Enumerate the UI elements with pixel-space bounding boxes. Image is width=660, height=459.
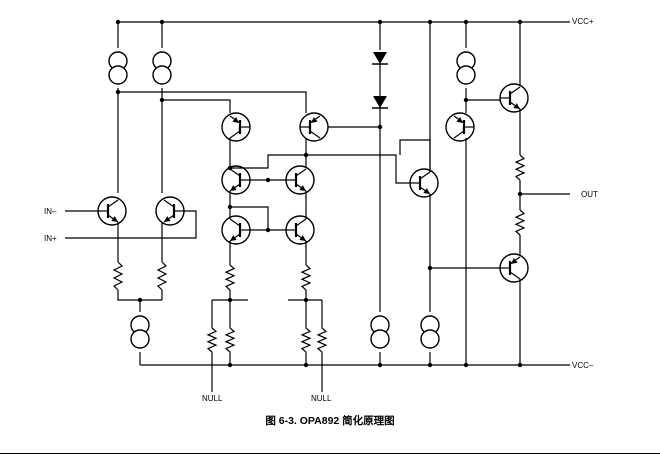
mirror-transistor-lower-right: [285, 215, 315, 245]
arrow-head: [232, 116, 239, 123]
vcc-negative-label: VCC–: [572, 361, 594, 370]
bottom-divider: [0, 453, 660, 454]
wire: [306, 154, 410, 184]
junction-dot: [227, 204, 233, 210]
junction-dot: [159, 19, 165, 25]
wire: [230, 206, 269, 230]
mirror-resistor-right: [300, 264, 312, 291]
mirror-resistor-left: [224, 264, 236, 291]
junction-dot: [377, 362, 383, 368]
input-transistor-left: [97, 196, 127, 226]
wire: [399, 139, 431, 172]
input-current-source-left: [108, 51, 128, 85]
current-source-ring: [370, 329, 390, 349]
junction-dot: [463, 19, 469, 25]
junction-dot: [463, 362, 469, 368]
transistor-upper-lead: [229, 168, 241, 177]
arrow-head: [423, 188, 430, 194]
transistor-upper-lead: [229, 218, 241, 227]
null-resistor-right-b: [316, 327, 328, 353]
vcc-positive-label: VCC+: [572, 17, 594, 26]
emitter-resistor-left: [112, 261, 124, 291]
wire: [162, 99, 231, 113]
bias-diode-lower: [372, 96, 388, 109]
driver-transistor: [445, 112, 475, 142]
output-label: OUT: [581, 190, 598, 199]
output-transistor-upper: [499, 83, 529, 113]
current-source-ring: [456, 65, 476, 85]
junction-dot: [265, 177, 271, 183]
wire: [118, 91, 307, 113]
current-source-ring: [152, 65, 172, 85]
current-source-ring: [108, 65, 128, 85]
null-right-label: NULL: [311, 394, 332, 403]
null-left-label: NULL: [202, 394, 223, 403]
diode-triangle: [373, 52, 387, 64]
transistor-upper-lead: [295, 218, 307, 227]
junction-dot: [517, 362, 523, 368]
junction-dot: [227, 362, 233, 368]
arrow-head: [230, 185, 237, 191]
arrow-head: [511, 257, 518, 264]
null-resistor-left-a: [206, 327, 218, 353]
output-resistor-upper: [514, 154, 526, 181]
cascode-transistor-right: [299, 112, 329, 142]
arrow-head: [513, 103, 520, 109]
gain-transistor: [409, 168, 439, 198]
transistor-lower-lead: [309, 130, 321, 139]
junction-dot: [115, 19, 121, 25]
output-resistor-lower: [514, 209, 526, 236]
diode-triangle: [373, 96, 387, 108]
mirror-transistor-lower-left: [221, 215, 251, 245]
arrow-head: [299, 185, 306, 191]
junction-dot: [427, 362, 433, 368]
junction-dot: [303, 362, 309, 368]
arrow-head: [111, 216, 118, 222]
inverting-input-label: IN–: [44, 207, 57, 216]
null-resistor-right-a: [300, 327, 312, 353]
input-transistor-right: [155, 196, 185, 226]
bias-current-source: [370, 315, 390, 349]
output-transistor-lower: [499, 253, 529, 283]
mirror-transistor-upper-right: [285, 165, 315, 195]
junction-dot: [227, 165, 233, 171]
null-resistor-left-b: [224, 327, 236, 353]
arrow-head: [164, 216, 171, 222]
transistor-upper-lead: [419, 171, 431, 180]
emitter-resistor-right: [156, 261, 168, 291]
bias-diode-upper: [372, 52, 388, 65]
in-plus-wire: [65, 210, 197, 239]
transistor-upper-lead: [163, 199, 175, 208]
transistor-lower-lead: [509, 271, 521, 280]
transistor-upper-lead: [107, 199, 119, 208]
driver-current-source: [456, 51, 476, 85]
arrow-head: [456, 116, 463, 123]
mirror-transistor-upper-left: [221, 165, 251, 195]
arrow-head: [311, 116, 318, 123]
figure-caption: 图 6-3. OPA892 简化原理图: [265, 415, 395, 427]
arrow-head: [230, 235, 237, 241]
transistor-upper-lead: [509, 86, 521, 95]
arrow-head: [299, 235, 306, 241]
cascode-transistor-left: [221, 112, 251, 142]
wire: [117, 290, 162, 301]
noninverting-input-label: IN+: [44, 234, 57, 243]
gain-current-source: [420, 315, 440, 349]
wire: [230, 154, 306, 169]
current-source-ring: [420, 329, 440, 349]
current-source-ring: [130, 329, 150, 349]
transistor-lower-lead: [453, 130, 465, 139]
tail-current-source: [130, 315, 150, 349]
input-current-source-right: [152, 51, 172, 85]
transistor-upper-lead: [295, 168, 307, 177]
transistor-lower-lead: [229, 130, 241, 139]
